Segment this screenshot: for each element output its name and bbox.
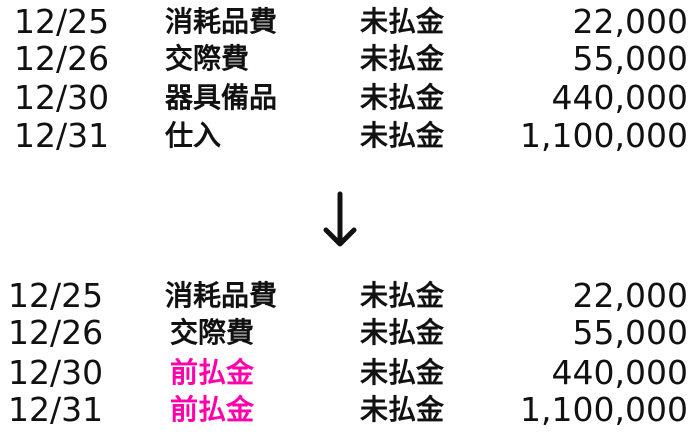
credit-account: 未払金 <box>360 81 445 114</box>
date: 12/25 <box>14 2 110 41</box>
entry-row: 12/26 交際費 未払金 55,000 <box>0 314 700 352</box>
debit-account: 器具備品 <box>165 81 278 114</box>
entry-row: 12/25 消耗品費 未払金 22,000 <box>0 3 700 41</box>
date: 12/26 <box>8 313 104 352</box>
amount: 22,000 <box>572 2 688 41</box>
debit-account-highlighted: 前払金 <box>170 356 255 389</box>
credit-account: 未払金 <box>360 5 445 38</box>
debit-account: 消耗品費 <box>165 279 278 312</box>
debit-account: 消耗品費 <box>165 5 278 38</box>
amount: 55,000 <box>572 39 688 78</box>
date: 12/30 <box>14 78 110 117</box>
entry-row: 12/31 仕入 未払金 1,100,000 <box>0 117 700 155</box>
entry-row: 12/30 前払金 未払金 440,000 <box>0 354 700 392</box>
amount: 440,000 <box>551 353 688 392</box>
entry-row: 12/31 前払金 未払金 1,100,000 <box>0 391 700 429</box>
credit-account: 未払金 <box>360 356 445 389</box>
date: 12/25 <box>8 276 104 315</box>
amount: 1,100,000 <box>520 390 688 429</box>
debit-account: 交際費 <box>165 42 250 75</box>
entry-row: 12/26 交際費 未払金 55,000 <box>0 40 700 78</box>
amount: 22,000 <box>572 276 688 315</box>
credit-account: 未払金 <box>360 119 445 152</box>
entry-row: 12/30 器具備品 未払金 440,000 <box>0 79 700 117</box>
date: 12/31 <box>8 390 104 429</box>
entry-row: 12/25 消耗品費 未払金 22,000 <box>0 277 700 315</box>
credit-account: 未払金 <box>360 316 445 349</box>
debit-account: 交際費 <box>170 316 255 349</box>
debit-account: 仕入 <box>165 119 222 152</box>
amount: 55,000 <box>572 313 688 352</box>
date: 12/31 <box>14 116 110 155</box>
date: 12/26 <box>14 39 110 78</box>
credit-account: 未払金 <box>360 393 445 426</box>
date: 12/30 <box>8 353 104 392</box>
debit-account-highlighted: 前払金 <box>170 393 255 426</box>
amount: 1,100,000 <box>520 116 688 155</box>
amount: 440,000 <box>551 78 688 117</box>
arrow-down-icon <box>323 191 357 247</box>
credit-account: 未払金 <box>360 42 445 75</box>
credit-account: 未払金 <box>360 279 445 312</box>
